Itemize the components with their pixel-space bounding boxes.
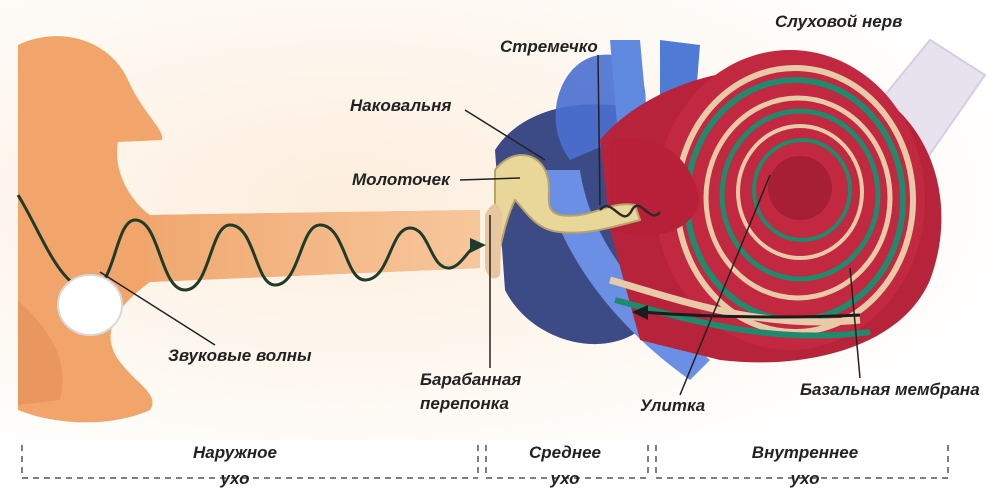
cochlea <box>600 50 942 363</box>
label-hammer: Молоточек <box>352 170 450 189</box>
ear-canal <box>150 210 480 282</box>
label-anvil: Наковальня <box>350 96 452 115</box>
section-middle-ear-line2: ухо <box>550 469 580 488</box>
leader-sound-waves <box>99 271 216 346</box>
label-auditory-nerve: Слуховой нерв <box>775 12 903 31</box>
cochlea-flow-arrowhead <box>632 305 648 320</box>
section-outer-ear: Наружное ухо <box>170 440 300 492</box>
label-eardrum-line2: перепонка <box>420 394 509 413</box>
label-sound-waves: Звуковые волны <box>168 346 312 365</box>
eardrum <box>485 203 502 279</box>
leader-anvil <box>464 109 546 161</box>
section-middle-ear: Среднее ухо <box>505 440 625 492</box>
leader-cochlea <box>679 174 771 396</box>
sound-wave <box>16 194 479 292</box>
leader-hammer <box>459 177 521 181</box>
ossicles <box>494 154 642 271</box>
cochlea-wave <box>599 204 661 218</box>
leader-basilar-membrane <box>849 267 861 379</box>
section-outer-ear-line1: Наружное <box>193 443 277 462</box>
sound-source-blob <box>57 274 123 336</box>
label-stirrup: Стремечко <box>500 37 598 56</box>
leader-lines <box>99 54 861 396</box>
label-basilar-membrane: Базальная мембрана <box>800 380 980 399</box>
section-inner-ear-line1: Внутреннее <box>751 443 859 462</box>
section-brackets <box>21 445 949 479</box>
section-inner-ear: Внутреннее ухо <box>735 440 875 492</box>
section-outer-ear-line2: ухо <box>220 469 250 488</box>
section-inner-ear-line2: ухо <box>790 469 820 488</box>
sound-wave-arrow <box>470 238 486 253</box>
cochlea-flow-arrow <box>639 310 861 319</box>
label-cochlea: Улитка <box>640 396 706 415</box>
section-middle-ear-line1: Среднее <box>528 443 601 462</box>
leader-stirrup <box>597 54 601 206</box>
pinna-shadow <box>18 300 63 405</box>
label-eardrum-line1: Барабанная <box>420 370 522 389</box>
